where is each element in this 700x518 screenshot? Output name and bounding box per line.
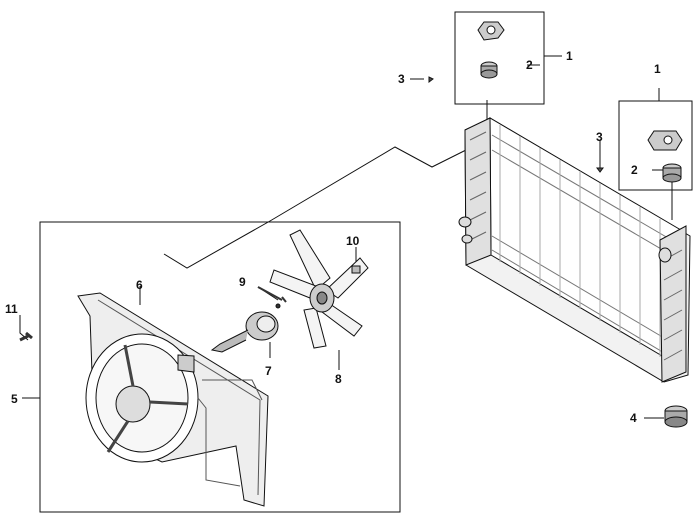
top-mount-bracket [428,21,505,83]
bottom-insulator [664,405,688,428]
side-mount-bracket [596,130,683,183]
fan-motor [210,303,281,353]
connector-line-fan [163,146,471,269]
callout-9[interactable]: 9 [239,275,246,289]
callout-8[interactable]: 8 [335,372,342,386]
small-hardware [19,265,361,342]
callout-7[interactable]: 7 [265,364,272,378]
callout-6[interactable]: 6 [136,278,143,292]
fan-blade [269,229,369,349]
callout-2-top[interactable]: 2 [526,58,533,72]
callout-2-side[interactable]: 2 [631,163,638,177]
callout-3-top[interactable]: 3 [398,72,405,86]
detail-box-side-mount [618,100,693,191]
detail-box-top-mount [454,11,545,105]
radiator [458,117,691,383]
fan-shroud [77,292,269,507]
callout-3-side[interactable]: 3 [596,130,603,144]
callout-11[interactable]: 11 [5,302,18,316]
callout-10[interactable]: 10 [346,234,360,248]
callout-4[interactable]: 4 [630,411,637,425]
callout-5[interactable]: 5 [11,392,18,406]
callout-1-side[interactable]: 1 [654,62,661,76]
callout-1-top[interactable]: 1 [566,49,573,63]
fan-assembly-box [39,221,401,513]
